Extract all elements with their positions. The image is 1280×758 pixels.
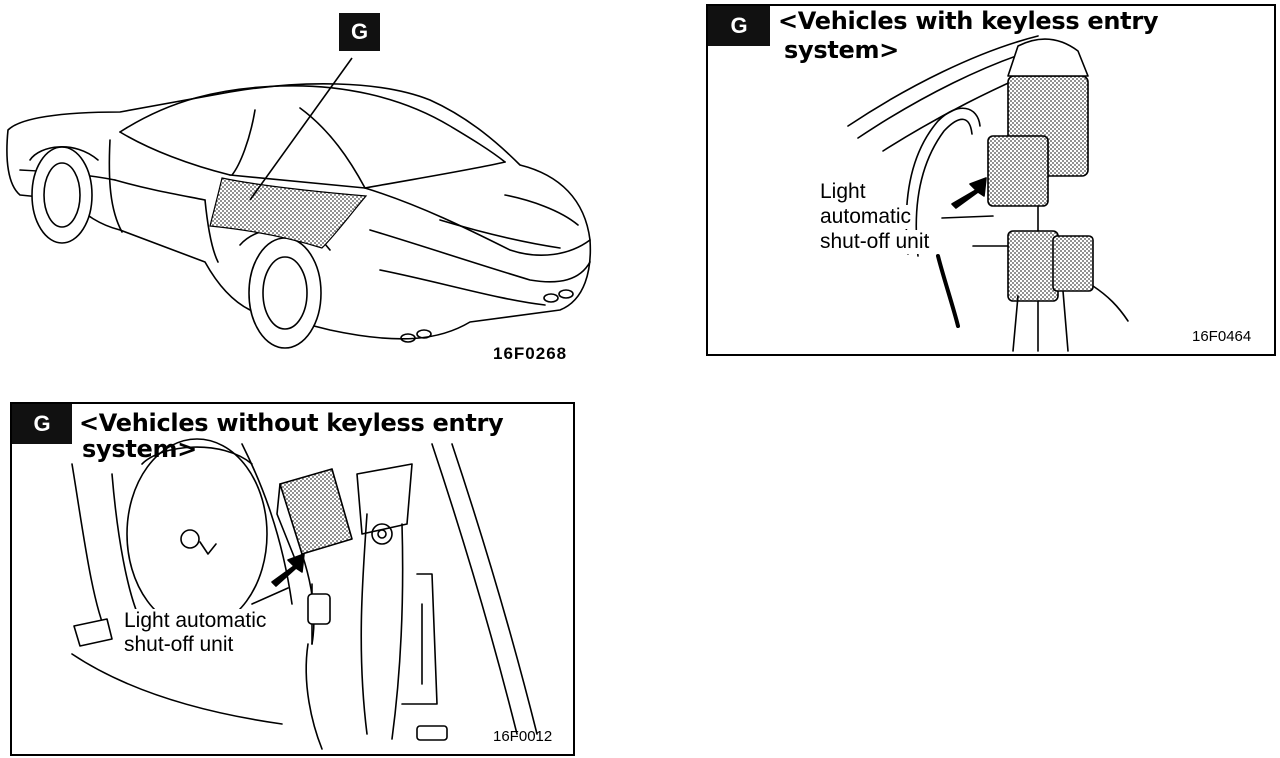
figure-code: 16F0464 [1192, 328, 1252, 345]
component-label: automatic [820, 205, 912, 229]
figure-code: 16F0012 [493, 728, 553, 745]
location-badge: G [12, 404, 72, 444]
location-badge: G [708, 6, 770, 46]
car-overview-figure: G 16F0268 [0, 0, 640, 380]
no-keyless-unit-illustration [71, 438, 538, 750]
component-label: Light [820, 180, 866, 204]
component-label: shut-off unit [820, 230, 930, 254]
location-badge: G [339, 13, 380, 51]
leader-line [249, 57, 353, 201]
panel-keyless-entry: G <Vehicles with keyless entry system> L… [706, 4, 1276, 356]
figure-code: 16F0268 [493, 344, 568, 363]
keyless-unit-illustration [847, 35, 1129, 352]
panel-no-keyless-entry: G <Vehicles without keyless entry system… [10, 402, 575, 756]
component-label: shut-off unit [124, 633, 234, 657]
component-label: Light automatic [124, 609, 267, 633]
panel-title-continued: system> [82, 435, 197, 463]
panel-title: <Vehicles without keyless entry [79, 409, 504, 437]
panel-title: <Vehicles with keyless entry [778, 7, 1159, 35]
location-highlight-area [209, 177, 368, 249]
panel-title-continued: system> [784, 36, 899, 64]
car-illustration [6, 57, 592, 349]
